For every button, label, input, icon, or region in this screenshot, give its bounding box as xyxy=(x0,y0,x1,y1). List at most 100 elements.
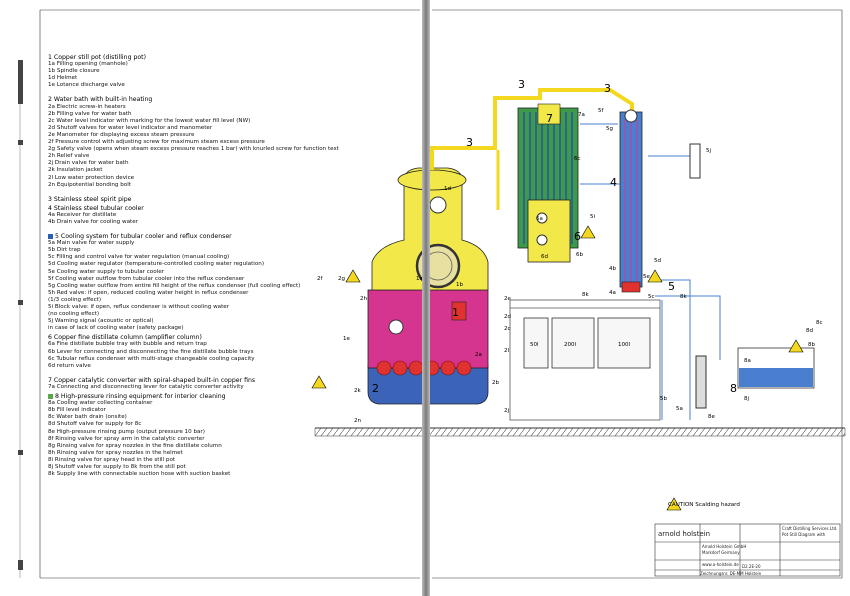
label-3-right: 3 xyxy=(604,82,611,95)
legend-heading: 6 Copper fine distillate column (amplifi… xyxy=(48,334,202,342)
label-3-left: 3 xyxy=(466,136,473,149)
legend-heading: 3 Stainless steel spirit pipe xyxy=(48,195,132,203)
legend-heading: 4 Stainless steel tubular cooler xyxy=(48,204,144,212)
column-base xyxy=(527,199,571,263)
legend-item: in case of lack of cooling water (safety… xyxy=(48,325,184,332)
title-block-web: www.a-holstein.de xyxy=(702,562,739,567)
legend-item: (1/3 cooling effect) xyxy=(48,296,102,303)
label-1a: 1a xyxy=(416,276,423,282)
legend-section-1: 1 Copper still pot (distilling pot) 1a F… xyxy=(48,54,348,89)
legend-item: 5a Main valve for water supply xyxy=(48,240,135,247)
label-2e: 2e xyxy=(504,296,511,302)
legend-section-6: 6 Copper fine distillate column (amplifi… xyxy=(48,334,348,369)
label-2h: 2h xyxy=(360,296,367,302)
legend-item: 8g Rinsing valve for spray nozzles in th… xyxy=(48,442,222,449)
tank-200l-label: 200l xyxy=(564,342,576,348)
tank-50l-label: 50l xyxy=(530,342,539,348)
label-8k-left: 8k xyxy=(582,292,589,298)
legend-item: 8d Shutoff valve for supply for 8c xyxy=(48,421,142,428)
rinsing-pump xyxy=(695,355,707,409)
title-block xyxy=(654,523,841,577)
label-6: 6 xyxy=(574,230,581,243)
label-8b: 8b xyxy=(808,342,815,348)
label-2j: 2j xyxy=(504,408,509,414)
spirit-pipe xyxy=(430,88,634,170)
legend-item: 2e Manometer for displaying excess steam… xyxy=(48,131,195,138)
label-1e: 1e xyxy=(343,336,350,342)
legend-item: 4b Drain valve for cooling water xyxy=(48,218,138,225)
label-8e: 8e xyxy=(708,414,715,420)
receiver-frame xyxy=(509,299,661,421)
label-6b: 6b xyxy=(576,252,583,258)
legend-item: 2k Insulation jacket xyxy=(48,167,103,174)
legend-item: 8j Shutoff valve for supply to 8k from t… xyxy=(48,463,186,470)
legend-item: 8e High-pressure rinsing pump (output pr… xyxy=(48,428,205,435)
temperature-gauge xyxy=(388,319,404,335)
label-8a: 8a xyxy=(744,358,751,364)
legend-item: 2h Relief valve xyxy=(48,153,90,160)
label-2d: 2d xyxy=(504,314,511,320)
legend-item: (no cooling effect) xyxy=(48,311,100,318)
legend-item: 5j Warning signal (acoustic or optical) xyxy=(48,318,154,325)
legend-section-3: 3 Stainless steel spirit pipe xyxy=(48,196,348,203)
legend-item: 5g Cooling water outflow from entire fil… xyxy=(48,282,301,289)
legend-item: 2d Shutoff valves for water level indica… xyxy=(48,124,213,131)
legend-heading: 8 High-pressure rinsing equipment for in… xyxy=(48,393,348,400)
legend-item: 1b Spindle closure xyxy=(48,68,100,75)
legend-item: 8f Rinsing valve for spray arm in the ca… xyxy=(48,435,205,442)
label-5j: 5j xyxy=(706,148,711,154)
title-block-brand: arnold holstein xyxy=(658,530,710,538)
label-2f: 2f xyxy=(317,276,323,282)
legend-item: 5f Cooling water outflow from tubular co… xyxy=(48,275,245,282)
legend-item: 1e Lotance discharge valve xyxy=(48,82,125,89)
label-6c: 6c xyxy=(574,156,581,162)
label-5g: 5g xyxy=(606,126,613,132)
legend-item: 2l Low water protection device xyxy=(48,174,135,181)
label-5a: 5a xyxy=(676,406,683,412)
catalytic-converter xyxy=(537,103,561,125)
legend-section-5: 5 Cooling system for tubular cooler and … xyxy=(48,233,348,332)
label-6a: 6a xyxy=(536,216,543,222)
legend-item: 5d Cooling water regulator (temperature-… xyxy=(48,261,265,268)
legend-item: 2b Filling valve for water bath xyxy=(48,110,132,117)
label-2: 2 xyxy=(372,382,379,395)
legend-item: 8h Rinsing valve for spray nozzles in th… xyxy=(48,449,183,456)
label-8j: 8j xyxy=(744,396,749,402)
title-block-doc-no: D2.2E-20 xyxy=(742,564,761,569)
legend-item: 5e Cooling water supply to tubular coole… xyxy=(48,268,164,275)
legend-item: 8b Fill level indicator xyxy=(48,407,106,414)
legend-item: 8k Supply line with connectable suction … xyxy=(48,471,231,478)
caution-note: CAUTION Scalding hazard xyxy=(668,502,740,508)
legend-heading: 5 Cooling system for tubular cooler and … xyxy=(48,233,348,240)
label-2b: 2b xyxy=(492,380,499,386)
legend-item: 8c Water bath drain (onsite) xyxy=(48,414,127,421)
legend-item: 5c Filling and control valve for water r… xyxy=(48,254,230,261)
label-7: 7 xyxy=(546,112,553,125)
label-1b: 1b xyxy=(456,282,463,288)
label-5e: 5e xyxy=(643,274,650,280)
legend-item: 2j Drain valve for water bath xyxy=(48,160,129,167)
label-5i: 5i xyxy=(590,214,595,220)
caution-icon xyxy=(311,225,804,511)
legend-item: 8a Cooling water collecting container xyxy=(48,400,153,407)
label-5b: 5b xyxy=(660,396,667,402)
legend-section-2: 2 Water bath with built-in heating 2a El… xyxy=(48,96,348,188)
receiver-tanks xyxy=(523,317,651,369)
legend-item: 4a Receiver for distillate xyxy=(48,211,117,218)
title-block-title: Pot Still Diagram with xyxy=(782,532,826,537)
label-8: 8 xyxy=(730,382,737,395)
legend-heading: 1 Copper still pot (distilling pot) xyxy=(48,54,147,61)
legend-item: 5b Dirt trap xyxy=(48,247,81,254)
legend-item: 1d Helmet xyxy=(48,75,78,82)
label-7a: 7a xyxy=(578,112,585,118)
legend-item: 5h Red valve: if open, reduced cooling w… xyxy=(48,289,249,296)
label-5d: 5d xyxy=(654,258,661,264)
legend-heading: 7 Copper catalytic converter with spiral… xyxy=(48,376,256,384)
legend-heading: 2 Water bath with built-in heating xyxy=(48,96,153,104)
label-4b: 4b xyxy=(609,266,616,272)
parts-legend: 1 Copper still pot (distilling pot) 1a F… xyxy=(48,52,348,478)
label-2g: 2g xyxy=(338,276,345,282)
legend-item: 7a Connecting and disconnecting lever fo… xyxy=(48,383,244,390)
